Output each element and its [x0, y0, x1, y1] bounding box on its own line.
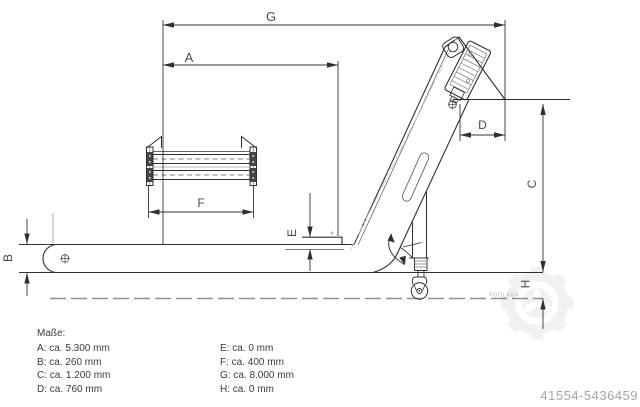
dim-label-e: E	[285, 229, 299, 237]
pivot-mark	[330, 231, 334, 235]
belt-guide-left	[147, 137, 162, 149]
legend-row-h: H: ca. 0 mm	[220, 383, 274, 395]
legend-row-e: E: ca. 0 mm	[220, 343, 274, 354]
floor-label: PODLAHA	[489, 293, 519, 299]
dim-label-b: B	[1, 254, 15, 262]
legend-row-g: G: ca. 8.000 mm	[220, 370, 294, 381]
tail-pulley-mark	[53, 213, 70, 263]
dimension-arrows	[24, 22, 546, 310]
angle-arc	[387, 233, 422, 265]
discharge-hood	[445, 37, 505, 100]
dimensions	[19, 20, 543, 329]
legend-row-d: D: ca. 760 mm	[37, 383, 103, 395]
legend-row-f: F: ca. 400 mm	[220, 356, 284, 368]
dim-label-a: A	[185, 50, 194, 65]
shaft-end-mark	[449, 101, 457, 109]
gear-watermark-icon	[500, 266, 574, 340]
dim-label-d: D	[478, 118, 487, 132]
incline-centerline	[350, 37, 457, 251]
drive-motor	[441, 35, 491, 108]
legend-row-c: C: ca. 1.200 mm	[37, 370, 111, 381]
legend-title: Maße:	[37, 328, 66, 339]
conveyor-outline	[43, 37, 570, 273]
cross-section-detail	[147, 137, 257, 186]
legend-row-b: B: ca. 260 mm	[37, 356, 102, 368]
support-leg	[387, 192, 429, 299]
lifting-eye-icon	[441, 35, 465, 59]
slot-cutout	[401, 151, 430, 202]
tail-end-cap	[43, 245, 57, 273]
legend-row-a: A: ca. 5.300 mm	[37, 343, 110, 354]
listing-id: 41554-5436459	[540, 388, 638, 403]
dim-label-g: G	[266, 9, 276, 24]
dim-label-h: H	[519, 280, 533, 289]
caster-wheel-icon	[411, 277, 427, 299]
dim-label-c: C	[525, 179, 539, 188]
dimension-labels: G A B C D E F H	[1, 9, 539, 288]
belt-guide-right	[242, 137, 257, 149]
floor-line: PODLAHA	[50, 293, 543, 299]
dim-label-f: F	[197, 196, 204, 210]
